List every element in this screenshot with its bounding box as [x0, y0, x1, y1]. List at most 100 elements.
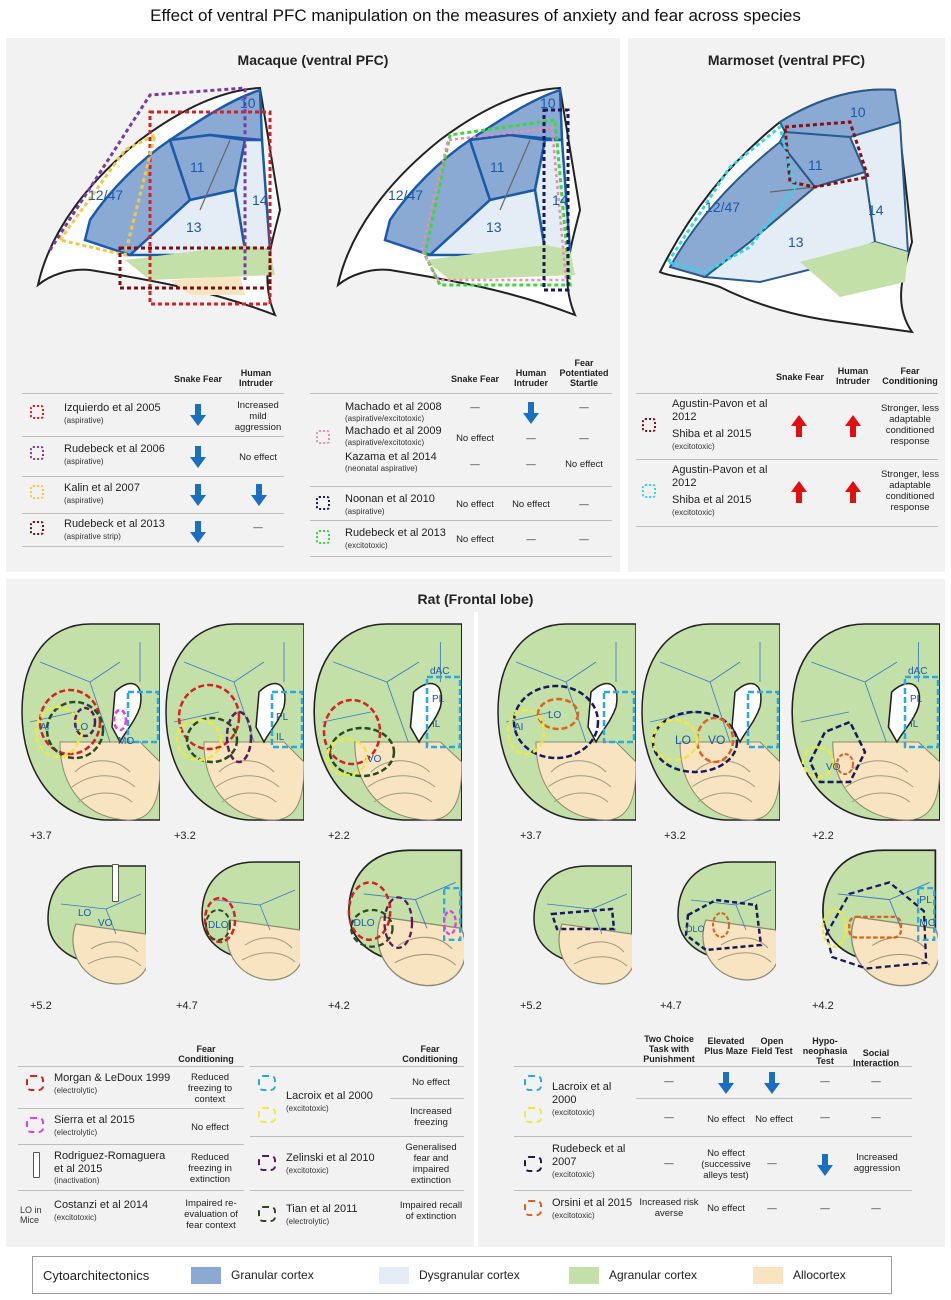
down-arrow-icon	[190, 521, 206, 543]
cell-oft: —	[767, 1203, 777, 1214]
cell-snake: No effect	[456, 499, 494, 510]
cell-startle: —	[579, 534, 589, 545]
down-arrow-icon	[251, 484, 267, 506]
up-arrow-icon	[791, 481, 807, 503]
cannula-icon	[33, 1152, 40, 1178]
down-arrow-icon	[190, 446, 206, 468]
rat-right-hdr-0: Two Choice Task with Punishment	[643, 1034, 695, 1064]
up-arrow-icon	[845, 415, 861, 437]
rat-section-left-3-7: AI LO MO	[21, 623, 160, 821]
mac-left-hdr-intruder: Human Intruder	[238, 368, 273, 388]
region-14: 14	[868, 202, 884, 218]
legend-label: Agranular cortex	[609, 1268, 698, 1282]
cell-intruder: —	[526, 534, 536, 545]
legend-label: Allocortex	[793, 1268, 846, 1282]
coord-label: +3.2	[664, 830, 686, 842]
cannula-icon	[112, 864, 119, 902]
row-name: Tian et al 2011	[286, 1203, 358, 1215]
cell-effect: Reduced freezing in extinction	[188, 1152, 232, 1185]
row-sub: (excitotoxic)	[672, 442, 715, 451]
figure-title: Effect of ventral PFC manipulation on th…	[150, 6, 801, 25]
area-vo: VO	[826, 762, 841, 773]
area-pl: PL	[910, 694, 923, 705]
legend-box-lacroix	[258, 1075, 276, 1091]
up-arrow-icon	[845, 481, 861, 503]
row-name: Noonan et al 2010	[345, 493, 435, 505]
legend-box-lacroix-r	[524, 1075, 542, 1091]
legend-box-izquierdo	[30, 405, 44, 419]
row-name: Izquierdo et al 2005	[64, 402, 161, 414]
legend-box-lacroix-yellow-r	[524, 1107, 542, 1123]
legend-box-rudebeck-2013-excito	[316, 530, 330, 544]
down-arrow-icon	[190, 404, 206, 426]
region-13: 13	[186, 219, 202, 235]
cell-effect: Impaired recall of extinction	[399, 1200, 463, 1222]
row-name: Rudebeck et al 2007	[552, 1143, 626, 1168]
area-il: IL	[432, 719, 441, 730]
row-sub: (electrolytic)	[54, 1128, 98, 1137]
cell-fear: Stronger, less adaptable conditioned res…	[880, 403, 940, 447]
area-vo: VO	[708, 733, 725, 747]
row-name2: Shiba et al 2015	[672, 494, 752, 506]
rat-section-left-2-2: dAC PL IL VO	[313, 623, 462, 821]
region-12-47: 12/47	[705, 199, 740, 215]
cell-hypo: —	[820, 1112, 830, 1123]
marmoset-title: Marmoset (ventral PFC)	[707, 52, 866, 68]
cell-oft: No effect	[755, 1114, 793, 1125]
cell-effect: No effect	[412, 1077, 450, 1088]
rat-right-hdr-1: Elevated Plus Maze	[704, 1036, 748, 1056]
area-dac: dAC	[908, 666, 927, 677]
cell-epm: No effect (successive alleys test)	[701, 1148, 751, 1181]
row-name: Orsini et al 2015	[552, 1197, 633, 1209]
rat-section-right-4-7: DLO	[677, 861, 776, 981]
area-lo: LO	[78, 908, 92, 919]
cell-two-choice: —	[664, 1158, 674, 1169]
macaque-brain-left: 10 11 12/47 13 14	[36, 86, 282, 317]
coord-label: +3.7	[30, 830, 52, 842]
coord-label: +4.7	[660, 1000, 682, 1012]
swatch-dysgranular	[379, 1267, 409, 1284]
region-11: 11	[808, 157, 823, 173]
cell-snake: No effect	[456, 534, 494, 545]
cell-effect: No effect	[191, 1122, 229, 1133]
down-arrow-icon	[817, 1154, 833, 1176]
legend-title: Cytoarchitectonics	[43, 1268, 150, 1283]
legend-box-machado-kazama	[316, 430, 330, 444]
row-name: Sierra et al 2015	[54, 1114, 135, 1126]
region-10: 10	[850, 104, 866, 120]
row-name: Rudebeck et al 2006	[64, 443, 165, 455]
coord-label: +5.2	[30, 1000, 52, 1012]
row-sub: (excitotoxic)	[54, 1213, 97, 1222]
legend-box-rudebeck-2013-strip	[30, 521, 44, 535]
row-sub: (excitotoxic)	[345, 541, 388, 550]
row-sub: (aspirative/excitotoxic)	[345, 438, 425, 447]
area-lo: LO	[75, 722, 89, 733]
legend-box-rudebeck-2007	[524, 1156, 542, 1172]
area-pl: PL	[432, 694, 445, 705]
rat-section-left-5-2: LO VO	[47, 865, 146, 985]
swatch-agranular	[569, 1267, 599, 1284]
swatch-granular	[191, 1267, 221, 1284]
legend-label: Granular cortex	[231, 1268, 314, 1282]
row-sub: (excitotoxic)	[552, 1170, 595, 1179]
region-12-47: 12/47	[88, 187, 123, 203]
row-sub: (neonatal aspirative)	[345, 464, 418, 473]
row-sub: (aspirative)	[64, 457, 104, 466]
cell-snake: No effect	[456, 433, 494, 444]
region-10: 10	[240, 95, 256, 111]
area-pl: PL	[919, 895, 932, 906]
coord-label: +3.7	[520, 830, 542, 842]
cell-two-choice: Increased risk averse	[639, 1197, 699, 1219]
cell-effect: Impaired re-evaluation of fear context	[184, 1198, 238, 1231]
region-11: 11	[490, 159, 505, 175]
legend-box-lacroix-yellow	[258, 1107, 276, 1123]
rat-title: Rat (Frontal lobe)	[417, 591, 534, 607]
coord-label: +4.2	[328, 1000, 350, 1012]
swatch-allocortex	[753, 1267, 783, 1284]
lo-in-mice-tag: LO in Mice	[20, 1205, 42, 1225]
row-name: Rudebeck et al 2013	[345, 527, 446, 539]
rat-left-hdr-fc-2: Fear Conditioning	[402, 1044, 458, 1064]
row-name: Lacroix et al 2000	[552, 1081, 612, 1106]
row-intruder: —	[253, 522, 263, 533]
row-sub: (aspirative)	[64, 416, 104, 425]
